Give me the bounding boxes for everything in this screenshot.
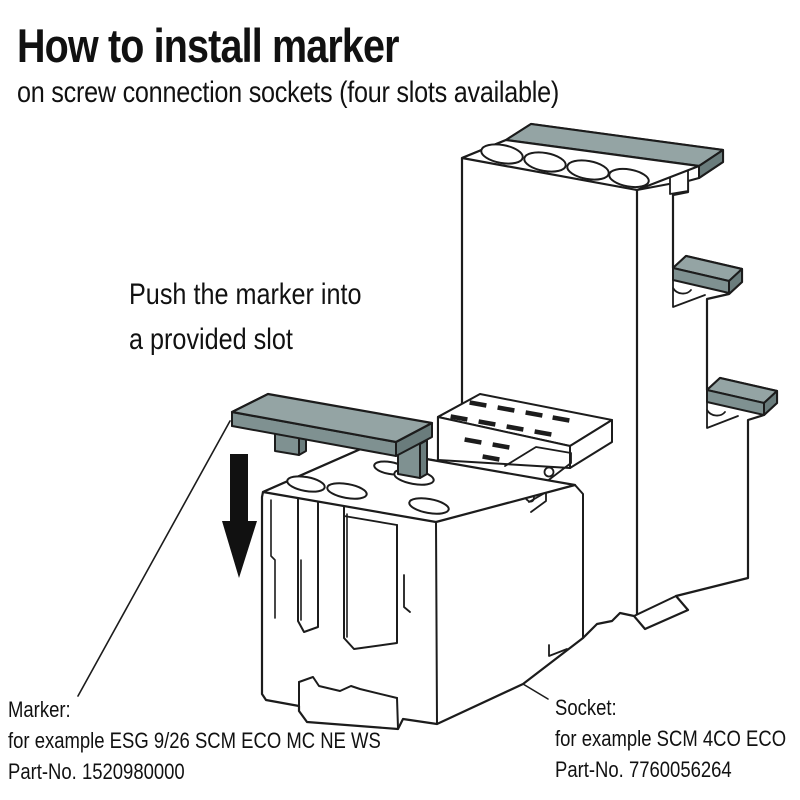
- marker-callout-example: for example ESG 9/26 SCM ECO MC NE WS: [8, 728, 381, 753]
- page-title: How to install marker: [17, 19, 400, 72]
- upper-block-top: [462, 140, 699, 614]
- relay-hole: [608, 166, 650, 190]
- socket-callout-example: for example SCM 4CO ECO: [555, 726, 787, 751]
- installed-marker-step-1: [673, 256, 742, 307]
- screw-hole: [408, 496, 450, 517]
- screw-hole: [286, 474, 326, 494]
- body-corner-ridge: [436, 522, 437, 724]
- instruction-line-2: a provided slot: [129, 323, 293, 356]
- push-direction-arrow-icon: [222, 454, 257, 578]
- screw-hole: [326, 481, 368, 502]
- socket-callout: Socket: for example SCM 4CO ECO Part-No.…: [555, 692, 800, 785]
- bracket-hole: [545, 468, 554, 477]
- main-body-front-details: [271, 485, 676, 724]
- instruction-note: Push the marker into a provided slot: [129, 272, 406, 362]
- marker-bar: [232, 394, 432, 478]
- terminal-dashes: [450, 400, 570, 462]
- relay-hole: [480, 141, 524, 166]
- marker-callout-label: Marker:: [8, 697, 71, 722]
- installed-marker-step-2: [707, 378, 777, 428]
- socket-leader-line: [523, 684, 548, 699]
- marker-callout-part-number: Part-No. 1520980000: [8, 759, 185, 784]
- relay-hole: [523, 149, 567, 174]
- terminal-platform: [438, 394, 612, 468]
- bottom-latch: [299, 677, 398, 728]
- marker-leader-line: [78, 421, 230, 696]
- socket-callout-part-number: Part-No. 7760056264: [555, 757, 732, 782]
- instruction-line-1: Push the marker into: [129, 278, 362, 311]
- socket-callout-label: Socket:: [555, 695, 617, 720]
- marker-callout: Marker: for example ESG 9/26 SCM ECO MC …: [8, 694, 452, 787]
- page-subtitle: on screw connection sockets (four slots …: [17, 76, 560, 109]
